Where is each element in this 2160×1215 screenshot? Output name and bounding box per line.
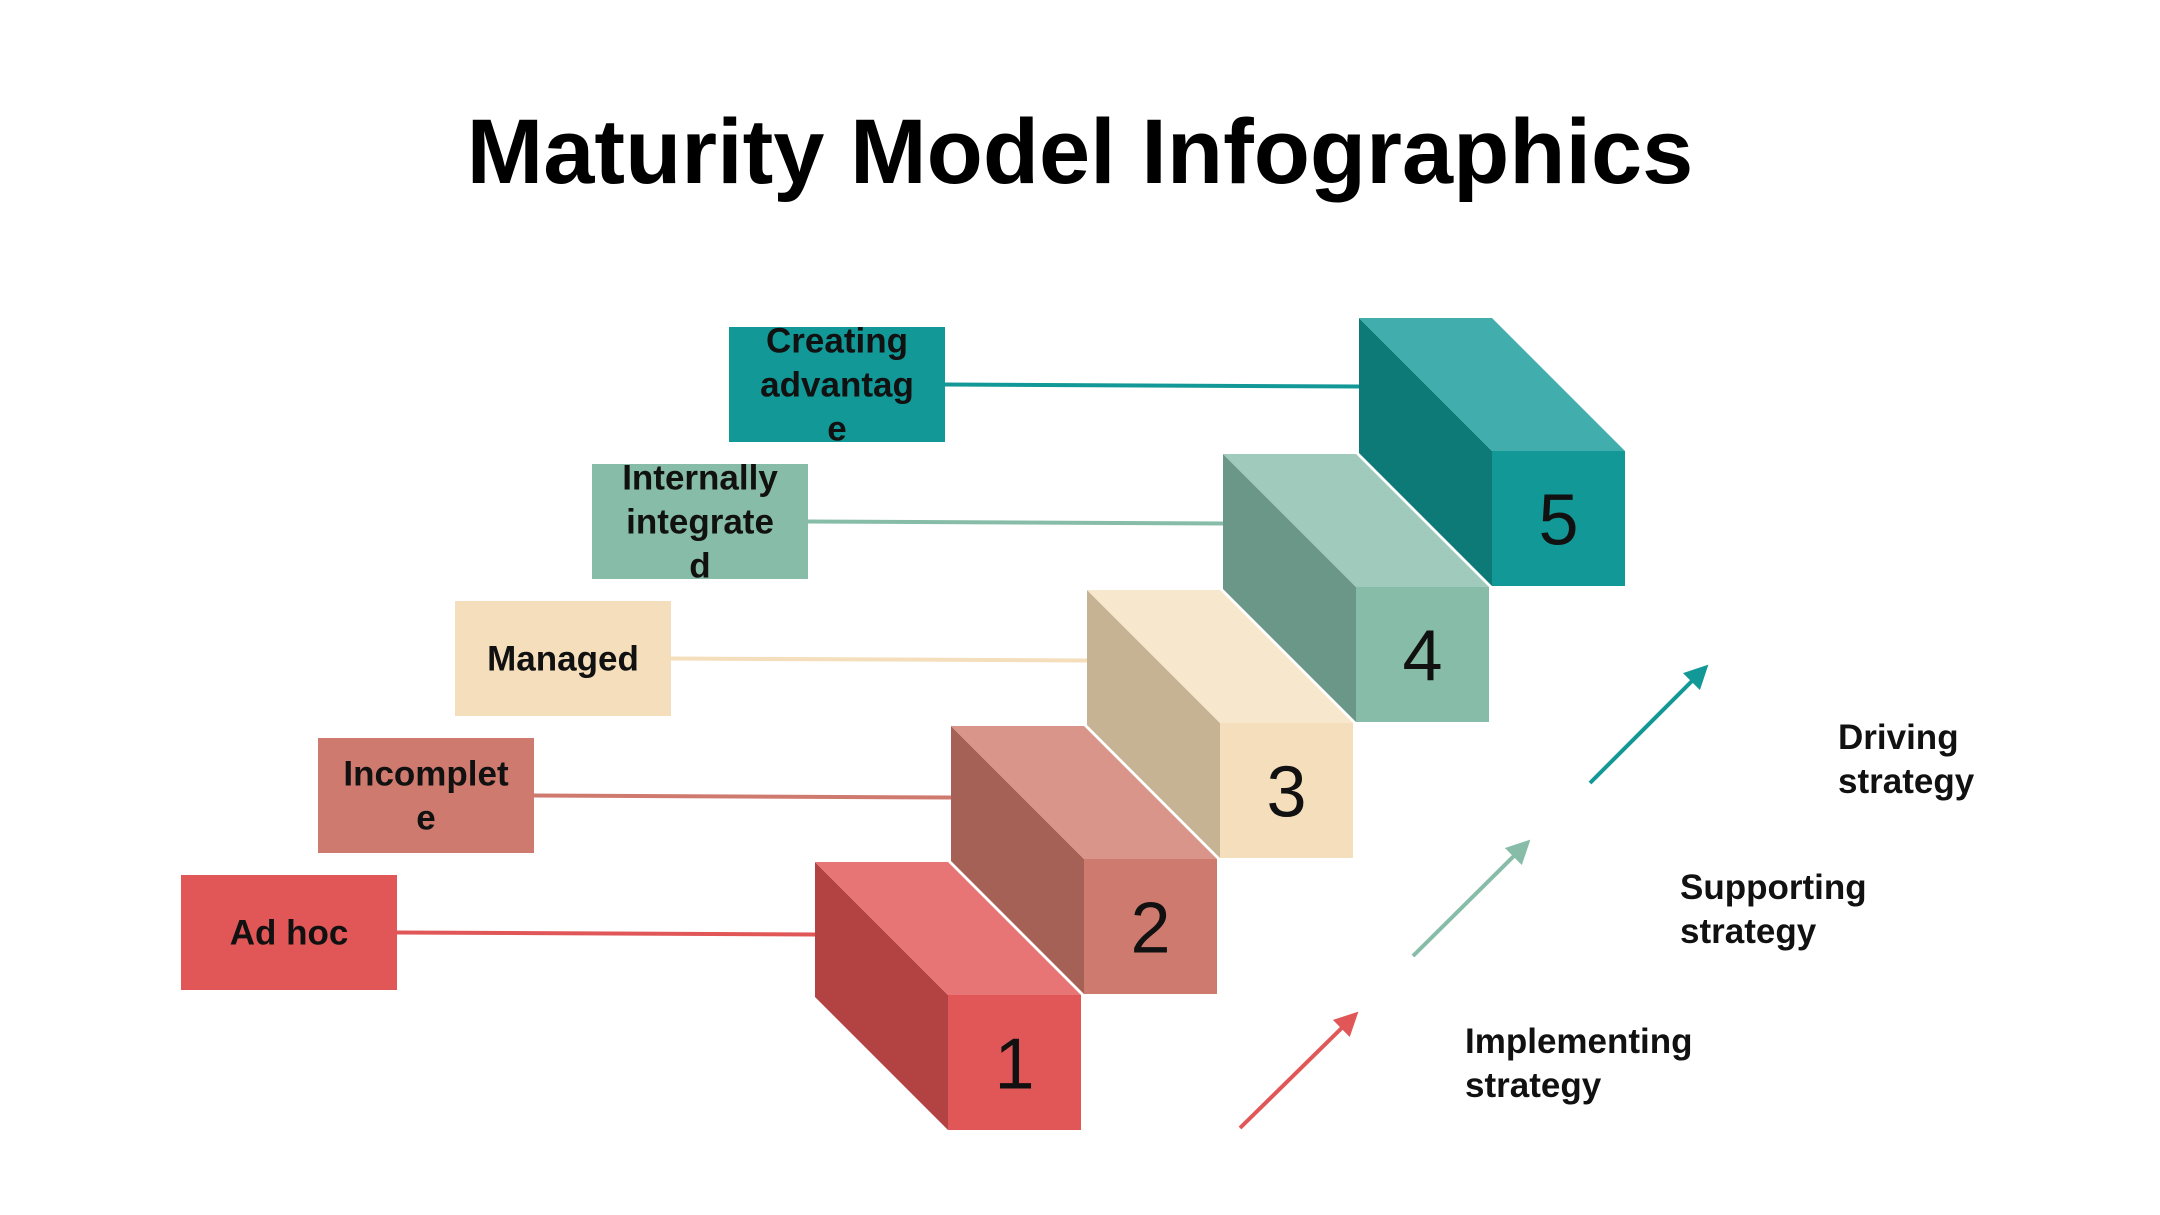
step-top-face xyxy=(1087,590,1353,723)
step-top-face xyxy=(1223,454,1489,587)
strategy-arrow-icon xyxy=(1411,839,1531,958)
step-number: 5 xyxy=(1538,481,1578,561)
label-text-line: e xyxy=(416,799,435,838)
strategy-text-line: Supporting xyxy=(1680,868,1867,907)
connector-line-level-4 xyxy=(807,519,1224,526)
strategy-text-line: Driving xyxy=(1838,718,1959,757)
step-side-face xyxy=(815,862,948,1130)
step-side-face xyxy=(951,726,1084,994)
step-side-face xyxy=(1087,590,1220,858)
connector-line-level-1 xyxy=(396,930,816,937)
step-top-face xyxy=(815,862,1081,995)
label-box-background xyxy=(455,601,671,716)
strategy-label-3: Driving strategy xyxy=(1838,718,1975,801)
label-box-background xyxy=(729,327,945,442)
label-box-background xyxy=(318,738,534,853)
connector-line-level-5 xyxy=(944,382,1360,389)
strategy-arrow-icon xyxy=(1238,1011,1359,1130)
label-text-line: Internally xyxy=(622,459,778,498)
step-number: 1 xyxy=(994,1025,1034,1105)
label-box-level-2: Incomplet e xyxy=(318,738,534,853)
step-front-face xyxy=(1492,451,1625,586)
label-text-line: Incomplet xyxy=(343,755,509,794)
connector-line-level-3 xyxy=(670,656,1088,663)
step-front-face xyxy=(1084,859,1217,994)
step-front-face xyxy=(948,995,1081,1130)
step-number: 2 xyxy=(1130,889,1170,969)
label-text-line: Managed xyxy=(487,640,639,679)
strategy-label-1: Implementing strategy xyxy=(1465,1022,1693,1105)
strategy-arrow-icon xyxy=(1588,664,1709,785)
step-number: 3 xyxy=(1266,753,1306,833)
label-box-background xyxy=(592,464,808,579)
label-text-line: d xyxy=(689,547,710,586)
step-side-face xyxy=(1359,318,1492,586)
step-front-face xyxy=(1356,587,1489,722)
step-level-5: 5 xyxy=(1359,318,1625,586)
strategy-text-line: strategy xyxy=(1465,1066,1602,1105)
strategy-text-line: strategy xyxy=(1680,912,1817,951)
strategy-text-line: strategy xyxy=(1838,762,1975,801)
label-text-line: advantag xyxy=(760,366,914,405)
step-level-2: 2 xyxy=(951,726,1217,994)
connector-line-level-2 xyxy=(533,793,952,800)
step-top-face xyxy=(1359,318,1625,451)
step-level-3: 3 xyxy=(1087,590,1353,858)
label-box-background xyxy=(181,875,397,990)
label-text-line: Creating xyxy=(766,322,908,361)
label-box-level-5: Creating advantag e xyxy=(729,322,945,449)
page-title: Maturity Model Infographics xyxy=(466,101,1694,203)
label-text-line: e xyxy=(827,410,846,449)
step-top-face xyxy=(951,726,1217,859)
label-box-level-4: Internally integrate d xyxy=(592,459,808,586)
label-text-line: integrate xyxy=(626,503,774,542)
label-text-line: Ad hoc xyxy=(230,914,349,953)
label-box-level-3: Managed xyxy=(455,601,671,716)
step-level-1: 1 xyxy=(815,862,1081,1130)
step-front-face xyxy=(1220,723,1353,858)
step-side-face xyxy=(1223,454,1356,722)
strategy-text-line: Implementing xyxy=(1465,1022,1693,1061)
strategy-label-2: Supporting strategy xyxy=(1680,868,1867,951)
step-level-4: 4 xyxy=(1223,454,1489,722)
step-number: 4 xyxy=(1402,617,1442,697)
label-box-level-1: Ad hoc xyxy=(181,875,397,990)
